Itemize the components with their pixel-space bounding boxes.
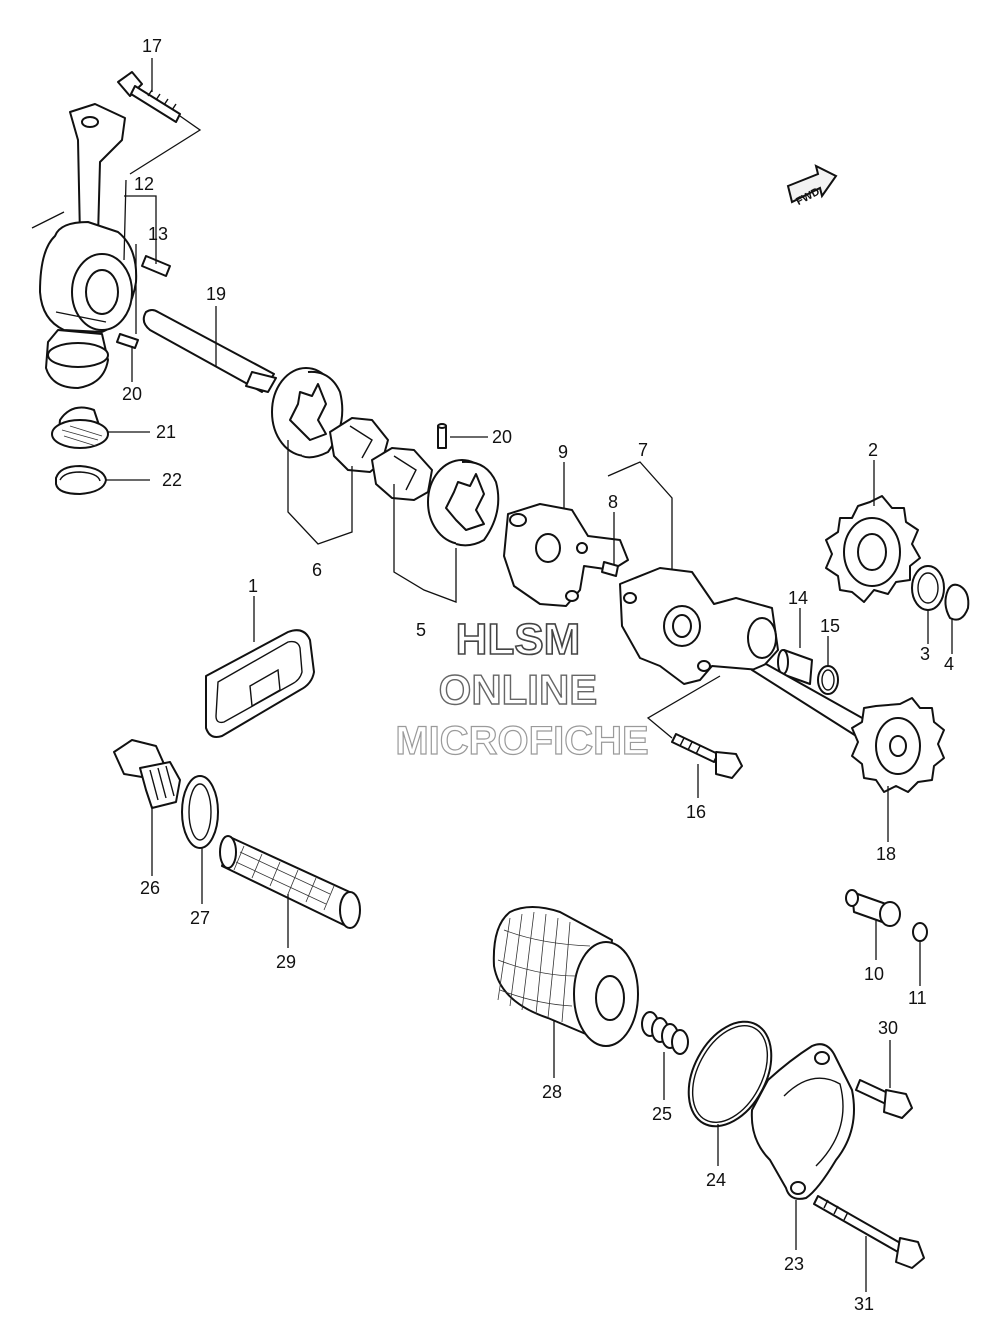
callout-28: 28 [542, 1082, 562, 1102]
callout-11: 11 [908, 988, 927, 1008]
washer-27 [181, 775, 219, 849]
filter-cap-23 [750, 1043, 855, 1200]
callout-7: 7 [638, 440, 648, 460]
spring-25 [641, 1011, 689, 1055]
callout-27: 27 [190, 908, 210, 928]
pump-driven-gear-2 [825, 495, 921, 603]
bolt-31 [813, 1195, 925, 1269]
o-ring-24 [687, 1020, 773, 1128]
callout-26: 26 [140, 878, 160, 898]
watermark-line-2: ONLINE [439, 666, 598, 713]
outer-rotor-5 [427, 459, 500, 547]
watermark-line-1: HLSM [456, 615, 581, 664]
drain-plug-26 [113, 739, 181, 809]
dowel-pins-12-13 [116, 255, 171, 349]
callout-30: 30 [878, 1018, 898, 1038]
callout-19: 19 [206, 284, 226, 304]
gasket-1 [205, 629, 315, 738]
callout-14: 14 [788, 588, 808, 608]
callout-21: 21 [156, 422, 176, 442]
callout-20-left: 20 [122, 384, 142, 404]
callout-4: 4 [944, 654, 954, 674]
o-ring-15 [817, 665, 839, 695]
callout-5: 5 [416, 620, 426, 640]
collar-14 [777, 649, 813, 685]
callout-1: 1 [248, 576, 258, 596]
callout-12: 12 [134, 174, 154, 194]
bolt-30 [855, 1079, 913, 1119]
callout-9: 9 [558, 442, 568, 462]
callout-22: 22 [162, 470, 182, 490]
inner-rotor-5 [371, 447, 433, 501]
callout-10: 10 [864, 964, 884, 984]
callout-24: 24 [706, 1170, 726, 1190]
callout-15: 15 [820, 616, 840, 636]
pin-8 [601, 561, 619, 577]
callout-25: 25 [652, 1104, 672, 1124]
callout-31: 31 [854, 1294, 874, 1314]
callout-18: 18 [876, 844, 896, 864]
callout-16: 16 [686, 802, 706, 822]
callout-20-center: 20 [492, 427, 512, 447]
pump-plate-9 [503, 503, 629, 607]
callout-3: 3 [920, 644, 930, 664]
callout-2: 2 [868, 440, 878, 460]
bolt-16 [671, 733, 743, 779]
watermark: HLSM ONLINE MICROFICHE [395, 614, 650, 763]
forward-arrow-icon: FWD [786, 164, 838, 208]
circlip-4 [944, 583, 970, 621]
pump-body-7 [619, 567, 779, 685]
callout-13: 13 [148, 224, 168, 244]
outer-rotor-6 [271, 367, 344, 459]
o-ring-11 [912, 922, 928, 942]
callout-23: 23 [784, 1254, 804, 1274]
leader-lines [31, 58, 953, 1292]
pump-gear-shaft-18 [751, 663, 945, 793]
callout-labels: 17 12 13 19 20 21 22 20 6 5 9 7 8 2 14 1… [122, 36, 954, 1314]
oil-filter-28 [492, 906, 639, 1047]
callout-6: 6 [312, 560, 322, 580]
pump-shaft-19 [142, 309, 277, 393]
relief-valve-10 [845, 889, 901, 927]
bolt-17 [117, 71, 181, 123]
circlip-22 [55, 465, 107, 495]
washer-3 [911, 565, 945, 611]
oil-strainer-body [39, 103, 138, 389]
strainer-cap-21 [51, 406, 109, 449]
callout-17: 17 [142, 36, 162, 56]
oil-screen-29 [219, 835, 361, 929]
watermark-line-3: MICROFICHE [395, 719, 648, 763]
callout-8: 8 [608, 492, 618, 512]
callout-29: 29 [276, 952, 296, 972]
pin-20 [437, 423, 447, 449]
